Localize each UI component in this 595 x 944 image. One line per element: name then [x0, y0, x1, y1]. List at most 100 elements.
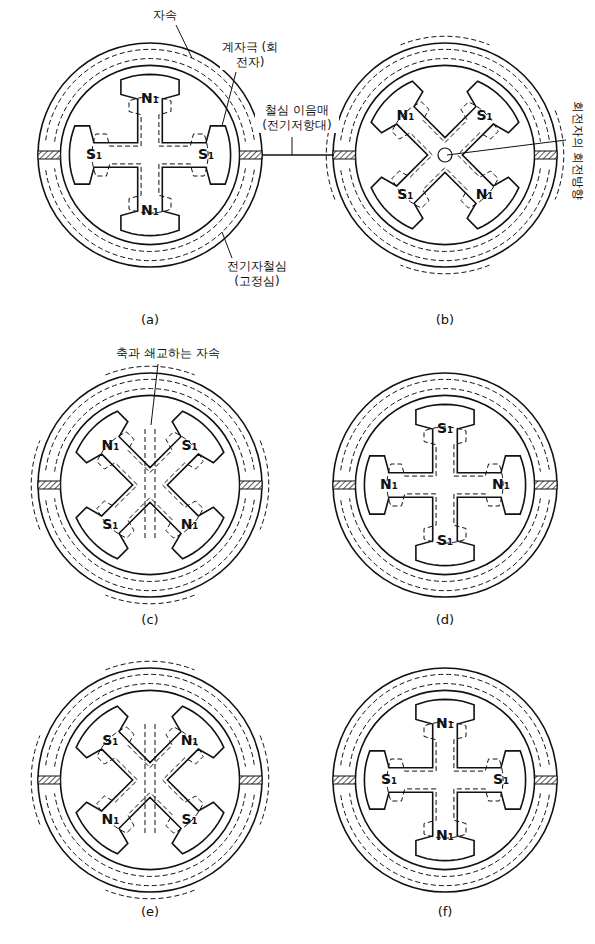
stator-inner — [60, 395, 239, 574]
core-joint — [240, 776, 262, 784]
pole-label: N₁ — [380, 476, 398, 494]
flux-line — [387, 427, 503, 543]
leader-line — [222, 72, 236, 126]
pole-label: N₁ — [476, 186, 494, 204]
rotor-label: 계자극 (회전자) — [220, 40, 280, 70]
stator-outer — [333, 373, 557, 597]
pole-label: S₁ — [181, 811, 197, 829]
axial-flux — [145, 429, 146, 541]
pole-label: N₁ — [141, 202, 159, 220]
flux-line — [106, 366, 195, 375]
core-joint — [535, 776, 557, 784]
pole-label: S₁ — [381, 771, 397, 789]
core-joint — [38, 151, 60, 159]
flux-line — [46, 795, 255, 886]
flux-line — [387, 722, 503, 838]
pole-label: S₁ — [437, 420, 453, 438]
pole-label: N₁ — [436, 827, 454, 845]
stator-inner — [355, 395, 534, 574]
stator-outer — [38, 373, 262, 597]
pole-label: N₁ — [181, 516, 199, 534]
flux-line — [46, 379, 255, 470]
generator-panel — [333, 373, 557, 597]
leader-line — [176, 25, 192, 58]
flux-line — [401, 265, 490, 274]
axial-flux — [155, 429, 156, 541]
stator-inner — [355, 690, 534, 869]
flux-label: 축과 쇄교하는 자속 — [116, 346, 220, 361]
stator-label: 전기자철심 (고정심) — [219, 259, 295, 289]
generator-panel — [333, 668, 557, 892]
stator-inner — [355, 65, 534, 244]
pole-label: S₁ — [493, 771, 509, 789]
flux-line — [46, 500, 255, 591]
stator-outer — [38, 668, 262, 892]
pole-label: N₁ — [396, 107, 414, 125]
rotor-pole — [371, 81, 519, 229]
flux-line — [341, 49, 550, 140]
flux-line — [106, 661, 195, 670]
axial-flux — [145, 724, 146, 836]
stator-inner — [60, 65, 239, 244]
flux-line — [392, 102, 498, 208]
flux-line — [401, 36, 490, 45]
core-joint — [535, 151, 557, 159]
generator-panel — [31, 366, 269, 604]
pole-label: N₁ — [101, 811, 119, 829]
flux-line — [97, 432, 203, 538]
core-joint — [240, 151, 262, 159]
pole-label: S₁ — [476, 107, 492, 125]
core-joint — [38, 481, 60, 489]
pole-label: N₁ — [141, 90, 159, 108]
panel-label: (f) — [438, 904, 453, 920]
stator-outer — [38, 43, 262, 267]
stator-inner — [60, 690, 239, 869]
panel-label: (d) — [436, 612, 454, 628]
leader-line — [151, 364, 158, 425]
stator-outer — [333, 668, 557, 892]
panel-label: (b) — [436, 312, 454, 328]
flux-line — [341, 170, 550, 261]
generator-panel — [31, 661, 269, 899]
flux-label: 자속 — [153, 8, 177, 23]
core-joint — [333, 481, 355, 489]
panel-label: (a) — [141, 312, 159, 328]
joint-line — [262, 154, 334, 156]
core-joint — [38, 776, 60, 784]
pole-label: S₁ — [181, 437, 197, 455]
flux-line — [106, 890, 195, 899]
pole-label: S₁ — [102, 516, 118, 534]
core-joint — [333, 776, 355, 784]
pole-label: S₁ — [437, 532, 453, 550]
panel-label: (e) — [141, 904, 159, 920]
pole-label: N₁ — [436, 715, 454, 733]
axial-flux — [155, 724, 156, 836]
rotor-pole — [364, 699, 525, 860]
rotor-pole — [76, 411, 224, 559]
flux-line — [92, 97, 208, 213]
rotation-label: 회전자의 회전방향 — [570, 100, 585, 200]
rotor-pole — [69, 74, 230, 235]
panel-label: (c) — [141, 612, 158, 628]
generator-panel — [326, 36, 564, 274]
flux-line — [106, 595, 195, 604]
rotor-pole — [364, 404, 525, 565]
pole-label: N₁ — [181, 732, 199, 750]
core-joint — [535, 481, 557, 489]
stator-outer — [333, 43, 557, 267]
leader-line — [222, 232, 232, 258]
pole-label: N₁ — [492, 476, 510, 494]
leader-line — [292, 137, 293, 155]
pole-label: S₁ — [86, 146, 102, 164]
pole-label: S₁ — [397, 186, 413, 204]
core-joint — [333, 151, 355, 159]
pole-label: N₁ — [101, 437, 119, 455]
pole-label: S₁ — [102, 732, 118, 750]
generator-panel — [38, 43, 262, 267]
leader-line — [447, 140, 566, 155]
core-joint — [240, 481, 262, 489]
joint-label: 철심 이음매 (전기저항대) — [255, 103, 339, 133]
rotor-pole — [76, 706, 224, 854]
pole-label: S₁ — [198, 146, 214, 164]
